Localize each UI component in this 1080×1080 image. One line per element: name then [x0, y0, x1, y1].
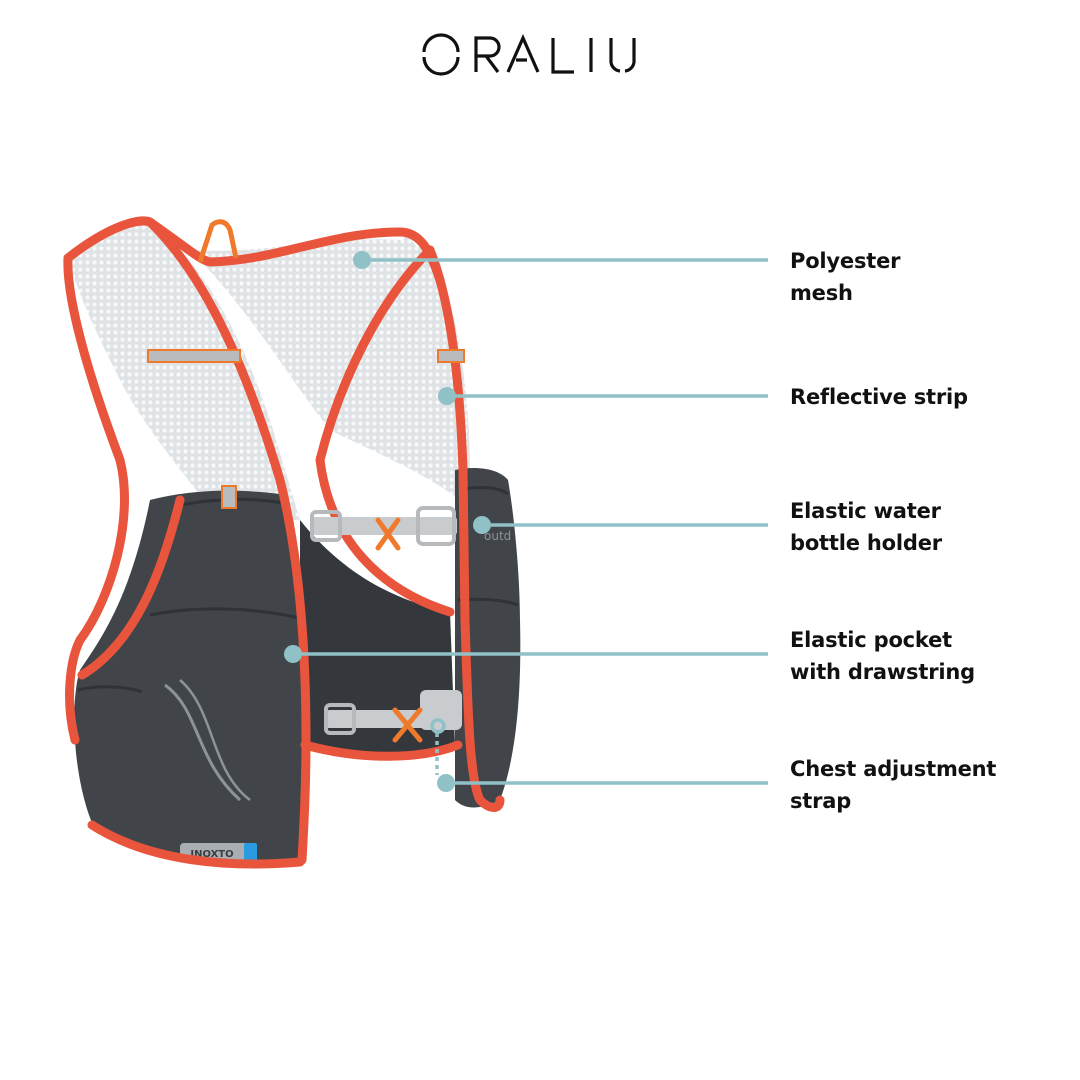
vest-back-body [300, 520, 455, 757]
callout-dot-chest-strap [437, 774, 455, 792]
oraliu-wordmark: ORALIU [422, 33, 636, 76]
callout-dot-water-bottle-holder [473, 516, 491, 534]
label-elastic-pocket-drawstring: Elastic pocket with drawstring [790, 628, 975, 684]
mesh-back-panel [68, 220, 470, 520]
callout-dot-reflective-strip [438, 387, 456, 405]
callout-dot-polyester-mesh [353, 251, 371, 269]
left-front-panel: INOXTO [74, 490, 305, 862]
callout-ring-chest-strap [430, 718, 446, 734]
label-elastic-water-bottle-holder: Elastic water bottle holder [790, 499, 942, 555]
label-chest-adjustment-strap: Chest adjustment strap [790, 757, 997, 813]
chest-strap-upper [310, 506, 457, 551]
chest-strap-lower [324, 690, 462, 743]
label-reflective-strip: Reflective strip [790, 385, 968, 409]
reflective-strips [147, 349, 465, 509]
svg-text:INOXTO: INOXTO [190, 849, 233, 860]
hang-loop [197, 219, 239, 263]
brand-logo: ORALIU [0, 30, 1080, 84]
label-polyester-mesh: Polyester mesh [790, 249, 901, 305]
orange-trim [63, 216, 505, 869]
callout-dot-elastic-pocket [284, 645, 302, 663]
callout-lines [284, 251, 768, 792]
svg-text:outd: outd [484, 529, 511, 543]
